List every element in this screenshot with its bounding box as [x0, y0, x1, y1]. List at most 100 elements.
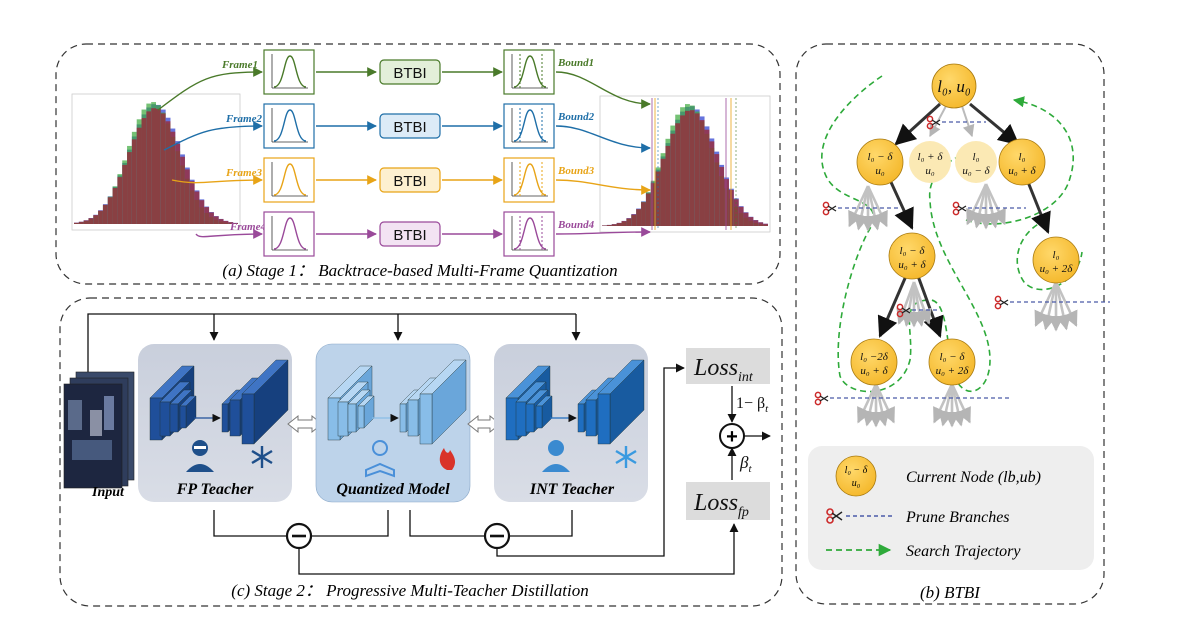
- stage2-caption: (c) Stage 2： Progressive Multi-Teacher D…: [231, 581, 588, 600]
- network-layers: [149, 359, 289, 445]
- btbi-label: BTBI: [393, 173, 426, 190]
- plus-sign: +: [726, 426, 738, 448]
- node-lower-bound: l₀ − δ: [868, 151, 894, 163]
- search-trajectory-path: [821, 75, 991, 393]
- node-lower-bound: l₀: [973, 151, 980, 163]
- tree-node-mid-b: l₀ u₀ − δ: [955, 141, 997, 183]
- node-upper-bound: u₀ + δ: [898, 259, 926, 271]
- node-lower-bound: l₀: [1019, 151, 1026, 163]
- node-lower-bound: l₀ − δ: [940, 351, 966, 363]
- frame-label: Frame3: [225, 167, 263, 179]
- btbi-module: BTBI: [379, 167, 441, 193]
- loss-int-text: Loss: [693, 355, 738, 381]
- fire-icon: [439, 448, 456, 470]
- frame-label: Frame4: [229, 221, 267, 233]
- teacher-person-icon: [186, 440, 214, 472]
- int-teacher-label: INT Teacher: [529, 481, 615, 498]
- btbi-legend: l₀ − δ u₀ Current Node (lb,ub) Prune Bra…: [808, 446, 1094, 570]
- prune-scissors-icon: [814, 391, 1012, 406]
- loss-fp-box: Lossfp: [686, 482, 770, 520]
- prune-scissors-icon: [822, 201, 898, 216]
- btbi-module: BTBI: [379, 221, 441, 247]
- book-reader-icon: [365, 440, 395, 478]
- svg-text:1− βt: 1− βt: [736, 395, 769, 415]
- weight-int-subscript: t: [765, 403, 769, 415]
- prune-scissors-icon: [926, 115, 986, 130]
- scissors-icon: [826, 508, 843, 524]
- tree-node-right: l₀ u₀ + δ: [998, 138, 1046, 186]
- node-lower-bound: l₀ − δ: [900, 245, 926, 257]
- node-label: l₀, u₀: [937, 77, 971, 96]
- subtract-operator: [483, 522, 511, 550]
- loss-fp-subscript: fp: [738, 505, 749, 520]
- tree-node-mid-a: l₀ + δ u₀: [909, 141, 951, 183]
- loss-int-box: Lossint: [686, 348, 770, 385]
- node-upper-bound: u₀ + δ: [1008, 165, 1036, 177]
- node-lower-bound: l₀ + δ: [918, 151, 944, 163]
- legend-node-top: l₀ − δ: [845, 465, 868, 476]
- tree-node-l3a: l₀ −2δ u₀ + δ: [850, 338, 898, 386]
- btbi-caption: (b) BTBI: [920, 583, 981, 602]
- teacher-person-icon: [542, 440, 570, 472]
- input-video-frames: Input: [63, 371, 135, 500]
- weight-fp-subscript: t: [748, 463, 752, 475]
- node-upper-bound: u₀ − δ: [962, 165, 990, 177]
- tree-node-l3b: l₀ − δ u₀ + 2δ: [928, 338, 976, 386]
- node-upper-bound: u₀ + 2δ: [1040, 263, 1074, 275]
- fp-teacher-label: FP Teacher: [176, 481, 254, 498]
- svg-text:βt: βt: [739, 453, 752, 475]
- bound-label: Bound3: [557, 165, 595, 177]
- quantized-model-label: Quantized Model: [336, 481, 450, 498]
- node-upper-bound: u₀ + δ: [860, 365, 888, 377]
- tree-node-r2: l₀ u₀ + 2δ: [1032, 236, 1080, 284]
- legend-node-bottom: u₀: [852, 478, 861, 489]
- weight-fp: β: [739, 453, 749, 472]
- stage1-caption: (a) Stage 1： Backtrace-based Multi-Frame…: [222, 261, 617, 280]
- stage2-panel: Input FP Teacher: [59, 297, 783, 607]
- prune-scissors-icon: [952, 201, 1026, 216]
- node-upper-bound: u₀: [925, 165, 935, 177]
- svg-text:Lossint: Lossint: [693, 355, 754, 385]
- loss-int-subscript: int: [738, 370, 754, 385]
- svg-text:Lossfp: Lossfp: [693, 490, 749, 520]
- frame-label: Frame1: [221, 59, 258, 71]
- tree-node-l2: l₀ − δ u₀ + δ: [888, 232, 936, 280]
- legend-search: Search Trajectory: [906, 543, 1021, 560]
- frame-label: Frame2: [225, 113, 263, 125]
- int-teacher-panel: INT Teacher: [494, 344, 648, 502]
- sum-operator: +: [719, 423, 745, 449]
- snowflake-icon: [615, 446, 637, 468]
- btbi-module: BTBI: [379, 59, 441, 85]
- btbi-label: BTBI: [393, 227, 426, 244]
- node-lower-bound: l₀: [1053, 249, 1060, 261]
- bound-label: Bound2: [557, 111, 595, 123]
- input-label: Input: [91, 485, 125, 500]
- frame-row-2: Frame2 BTBI Bound2: [163, 103, 651, 153]
- prune-scissors-icon: [994, 295, 1110, 310]
- bound-label: Bound4: [557, 219, 595, 231]
- btbi-module: BTBI: [379, 113, 441, 139]
- node-upper-bound: u₀ + 2δ: [936, 365, 970, 377]
- input-histogram: [71, 93, 241, 231]
- node-upper-bound: u₀: [875, 165, 885, 177]
- bound-label: Bound1: [557, 57, 594, 69]
- tree-node-left: l₀ − δ u₀: [856, 138, 904, 186]
- network-layers: [505, 359, 645, 445]
- network-layers: [327, 359, 467, 445]
- snowflake-icon: [251, 446, 273, 468]
- pruned-branch-fans: [848, 183, 1078, 428]
- weight-int: 1− β: [736, 395, 765, 412]
- legend-prune: Prune Branches: [905, 509, 1010, 526]
- prune-scissors-icon: [896, 303, 940, 318]
- node-lower-bound: l₀ −2δ: [860, 351, 889, 363]
- output-histogram: [599, 95, 771, 233]
- btbi-label: BTBI: [393, 65, 426, 82]
- subtract-operator: [285, 522, 313, 550]
- tree-node-root: l₀, u₀: [931, 63, 977, 109]
